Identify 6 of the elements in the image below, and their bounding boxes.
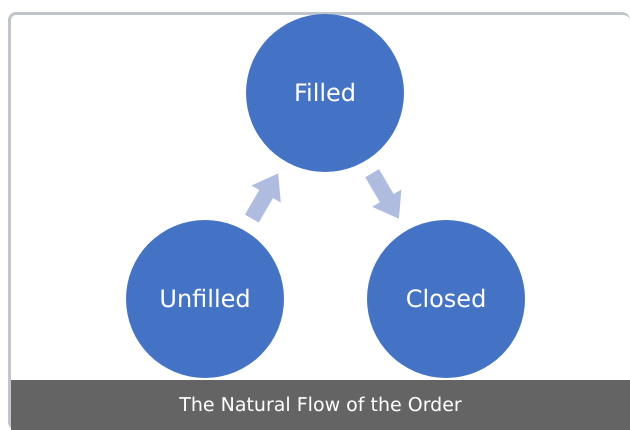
block-arrow (244, 173, 281, 223)
state-label: Filled (294, 79, 356, 107)
caption: The Natural Flow of the Order (179, 394, 462, 416)
state-label: Unfilled (159, 285, 251, 313)
block-arrow (365, 169, 402, 219)
state-label: Closed (406, 285, 486, 313)
